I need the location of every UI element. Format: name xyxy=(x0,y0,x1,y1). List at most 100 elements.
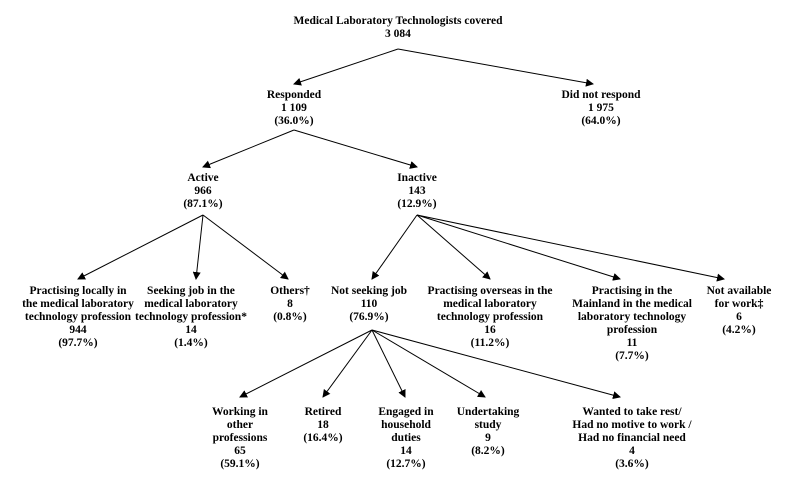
node-seeking-job-line3: technology profession* xyxy=(135,311,247,323)
node-active-label: Active xyxy=(187,172,219,184)
edge-inactive-mainland xyxy=(416,214,621,281)
node-not-seeking-job-label: Not seeking job xyxy=(330,285,408,297)
node-household: Engaged in household duties 14 (12.7%) xyxy=(378,406,433,471)
node-practising-overseas-percent: (11.2%) xyxy=(470,337,510,349)
node-practising-mainland-line4: profession xyxy=(606,324,658,336)
node-not-available: Not available for work‡ 6 (4.2%) xyxy=(707,285,772,337)
node-take-rest-percent: (3.6%) xyxy=(615,458,649,470)
node-inactive: Inactive 143 (12.9%) xyxy=(397,172,437,211)
node-household-line2: household xyxy=(381,419,431,431)
node-responded: Responded 1 109 (36.0%) xyxy=(267,89,321,128)
edge-active-practising-locally xyxy=(77,214,204,280)
node-not-seeking-job-count: 110 xyxy=(360,298,378,310)
node-responded-percent: (36.0%) xyxy=(274,115,314,127)
node-household-count: 14 xyxy=(400,445,412,457)
node-working-other: Working in other professions 65 (59.1%) xyxy=(212,406,268,471)
node-practising-mainland: Practising in the Mainland in the medica… xyxy=(572,285,692,363)
node-not-seeking-job-percent: (76.9%) xyxy=(349,311,389,323)
node-take-rest-line1: Wanted to take rest/ xyxy=(582,406,682,418)
node-practising-locally-percent: (97.7%) xyxy=(58,337,98,349)
node-not-available-line2: for work‡ xyxy=(714,298,764,310)
node-take-rest-count: 4 xyxy=(629,445,635,457)
node-practising-mainland-count: 11 xyxy=(626,337,638,349)
node-working-other-line3: professions xyxy=(212,432,268,444)
node-inactive-label: Inactive xyxy=(397,172,437,184)
node-practising-locally-line1: Practising locally in xyxy=(29,285,127,297)
node-did-not-respond-label: Did not respond xyxy=(561,89,641,101)
edge-active-others xyxy=(202,214,289,280)
node-active-percent: (87.1%) xyxy=(183,198,223,210)
edge-not-seeking-retired xyxy=(322,329,373,398)
node-not-seeking-job: Not seeking job 110 (76.9%) xyxy=(331,285,407,324)
node-retired-count: 18 xyxy=(317,419,329,431)
node-undertaking-study-percent: (8.2%) xyxy=(471,445,505,457)
node-others-percent: (0.8%) xyxy=(273,311,307,323)
node-seeking-job-percent: (1.4%) xyxy=(174,337,208,349)
node-working-other-count: 65 xyxy=(234,445,246,457)
node-did-not-respond: Did not respond 1 975 (64.0%) xyxy=(561,89,640,128)
node-practising-locally-count: 944 xyxy=(69,324,87,336)
node-practising-locally-line3: technology profession xyxy=(24,311,132,323)
node-working-other-line1: Working in xyxy=(212,406,268,418)
node-others-count: 8 xyxy=(287,298,293,310)
node-practising-mainland-line3: laboratory technology xyxy=(577,311,687,323)
edge-active-seeking-job xyxy=(192,214,204,280)
node-retired-percent: (16.4%) xyxy=(303,432,343,444)
node-undertaking-study-count: 9 xyxy=(485,432,491,444)
node-seeking-job-line2: medical laboratory xyxy=(144,298,238,310)
node-practising-overseas-count: 16 xyxy=(484,324,496,336)
node-root: Medical Laboratory Technologists covered… xyxy=(293,15,502,41)
node-working-other-percent: (59.1%) xyxy=(220,458,260,470)
node-did-not-respond-count: 1 975 xyxy=(588,102,614,114)
edge-inactive-not-seeking xyxy=(371,214,418,280)
edge-not-seeking-rest xyxy=(371,329,621,400)
edge-root-responded xyxy=(293,48,399,86)
node-working-other-line2: other xyxy=(226,419,254,431)
node-retired: Retired 18 (16.4%) xyxy=(303,406,342,445)
edge-responded-active xyxy=(202,129,295,169)
node-undertaking-study-line2: study xyxy=(474,419,502,431)
node-practising-mainland-percent: (7.7%) xyxy=(615,350,649,362)
node-not-available-count: 6 xyxy=(736,311,742,323)
node-practising-overseas-line3: technology profession xyxy=(436,311,544,323)
node-inactive-percent: (12.9%) xyxy=(397,198,437,210)
edge-not-seeking-study xyxy=(371,329,486,398)
edge-not-seeking-household xyxy=(371,329,406,398)
node-practising-overseas-line1: Practising overseas in the xyxy=(427,285,553,297)
node-practising-locally-line2: the medical laboratory xyxy=(22,298,134,310)
node-undertaking-study: Undertaking study 9 (8.2%) xyxy=(457,406,520,458)
node-did-not-respond-percent: (64.0%) xyxy=(581,115,621,127)
node-practising-locally: Practising locally in the medical labora… xyxy=(22,285,134,350)
node-others: Others† 8 (0.8%) xyxy=(270,285,310,324)
node-household-line1: Engaged in xyxy=(378,406,434,418)
node-root-title: Medical Laboratory Technologists covered xyxy=(293,15,503,27)
edge-responded-inactive xyxy=(293,129,418,169)
node-retired-label: Retired xyxy=(304,406,342,418)
node-not-available-percent: (4.2%) xyxy=(722,324,756,336)
node-practising-mainland-line1: Practising in the xyxy=(591,285,673,297)
node-practising-mainland-line2: Mainland in the medical xyxy=(572,298,692,310)
edge-root-not-respond xyxy=(397,48,594,87)
edge-inactive-overseas xyxy=(416,214,491,280)
node-active: Active 966 (87.1%) xyxy=(183,172,222,211)
node-active-count: 966 xyxy=(194,185,212,197)
node-undertaking-study-line1: Undertaking xyxy=(456,406,520,418)
node-root-count: 3 084 xyxy=(385,28,411,40)
edge-not-seeking-working-other xyxy=(239,329,373,398)
node-not-available-line1: Not available xyxy=(706,285,772,297)
node-household-percent: (12.7%) xyxy=(386,458,426,470)
node-inactive-count: 143 xyxy=(408,185,426,197)
node-responded-label: Responded xyxy=(266,89,322,101)
node-others-label: Others† xyxy=(270,285,310,297)
node-seeking-job-line1: Seeking job in the xyxy=(147,285,235,297)
edge-inactive-not-available xyxy=(416,214,725,282)
node-take-rest: Wanted to take rest/ Had no motive to wo… xyxy=(572,406,691,471)
node-seeking-job: Seeking job in the medical laboratory te… xyxy=(135,285,247,350)
node-take-rest-line3: Had no financial need xyxy=(578,432,686,444)
node-take-rest-line2: Had no motive to work / xyxy=(572,419,692,431)
node-household-line3: duties xyxy=(391,432,421,444)
node-seeking-job-count: 14 xyxy=(185,324,197,336)
node-practising-overseas-line2: medical laboratory xyxy=(443,298,537,310)
